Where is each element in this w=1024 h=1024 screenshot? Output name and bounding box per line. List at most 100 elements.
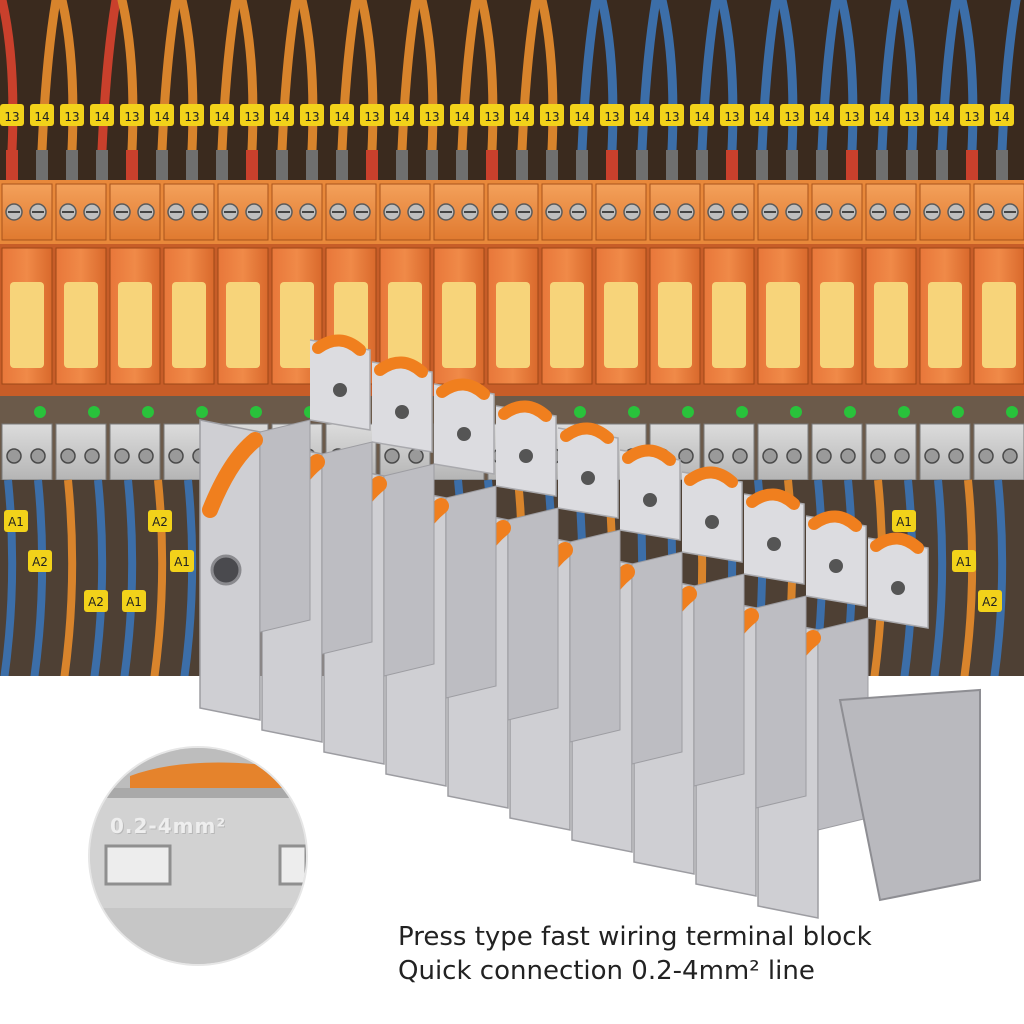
rear-lever — [374, 356, 428, 378]
wire-marker-text: A2 — [982, 595, 998, 609]
rear-lever — [622, 444, 676, 466]
wire-port — [519, 449, 533, 463]
screw-icon — [60, 448, 76, 464]
wire-marker — [300, 104, 324, 126]
wire-marker-text: 14 — [214, 110, 229, 124]
din-rail-foot — [838, 688, 981, 902]
screw-icon — [840, 448, 856, 464]
wire-marker-text: 13 — [364, 110, 379, 124]
led-icon — [682, 406, 694, 418]
screw-icon — [408, 448, 424, 464]
wire-marker-text: 14 — [454, 110, 469, 124]
wire-marker — [30, 104, 54, 126]
wire-marker-text: 14 — [94, 110, 109, 124]
wire-marker — [170, 550, 194, 572]
screw-icon — [114, 448, 130, 464]
rear-lever — [312, 334, 366, 356]
wire-marker — [952, 550, 976, 572]
wire-marker — [510, 104, 534, 126]
terminal-segment — [199, 334, 371, 721]
relay-label — [712, 282, 746, 368]
led-icon — [736, 406, 748, 418]
wire-marker — [750, 104, 774, 126]
relay-label — [496, 282, 530, 368]
rear-lever — [808, 510, 862, 532]
wire-marker — [540, 104, 564, 126]
relay-label — [928, 282, 962, 368]
led-icon — [88, 406, 100, 418]
wire-marker — [630, 104, 654, 126]
wire-marker — [4, 510, 28, 532]
wire-marker-text: A1 — [8, 515, 24, 529]
wire-marker-text: 14 — [754, 110, 769, 124]
screw-icon — [948, 448, 964, 464]
wire-port — [829, 559, 843, 573]
wire-marker — [122, 590, 146, 612]
wire-marker-text: 14 — [334, 110, 349, 124]
wire-marker-text: 13 — [4, 110, 19, 124]
screw-icon — [384, 448, 400, 464]
wire-marker — [892, 510, 916, 532]
wire-marker — [210, 104, 234, 126]
wire-marker-text: 14 — [274, 110, 289, 124]
wire-marker-text: 13 — [544, 110, 559, 124]
wire-marker — [180, 104, 204, 126]
wire-port — [395, 405, 409, 419]
wire-marker — [780, 104, 804, 126]
screw-icon — [732, 448, 748, 464]
wire-marker-text: 13 — [784, 110, 799, 124]
led-icon — [250, 406, 262, 418]
wire-marker — [960, 104, 984, 126]
wire-marker — [84, 590, 108, 612]
wire-port — [891, 581, 905, 595]
screw-icon — [30, 448, 46, 464]
wire-marker-text: 13 — [964, 110, 979, 124]
rear-lever — [436, 378, 490, 400]
rear-lever — [560, 422, 614, 444]
screw-icon — [816, 448, 832, 464]
wire-marker-text: 14 — [514, 110, 529, 124]
product-caption: Press type fast wiring terminal block Qu… — [398, 920, 998, 988]
wire-marker — [330, 104, 354, 126]
wire-marker-text: 13 — [904, 110, 919, 124]
relay-label — [280, 282, 314, 368]
wire-marker — [900, 104, 924, 126]
screw-icon — [168, 448, 184, 464]
wire-marker-text: 13 — [664, 110, 679, 124]
wire-marker-text: A2 — [152, 515, 168, 529]
wire-marker — [60, 104, 84, 126]
wire-marker-text: A1 — [174, 555, 190, 569]
wire-size-label: 0.2-4mm² — [110, 814, 227, 838]
wire-marker — [870, 104, 894, 126]
wire-marker-text: A2 — [88, 595, 104, 609]
rear-lever — [746, 488, 800, 510]
wire-entry-hole — [210, 554, 242, 586]
screw-icon — [762, 448, 778, 464]
wire-marker — [28, 550, 52, 572]
relay-label — [820, 282, 854, 368]
screw-icon — [1002, 448, 1018, 464]
zoom-slot — [104, 844, 172, 886]
led-icon — [1006, 406, 1018, 418]
wire-marker-text: 13 — [304, 110, 319, 124]
wire-marker-text: 14 — [394, 110, 409, 124]
wire-marker-text: A2 — [32, 555, 48, 569]
relay-label — [10, 282, 44, 368]
terminal-block — [199, 334, 981, 919]
relay-label — [172, 282, 206, 368]
wire-marker — [660, 104, 684, 126]
rear-lever — [498, 400, 552, 422]
led-icon — [790, 406, 802, 418]
led-icon — [34, 406, 46, 418]
wire-marker-text: 13 — [244, 110, 259, 124]
wire-marker-text: 14 — [934, 110, 949, 124]
wire-marker — [270, 104, 294, 126]
relay-label — [766, 282, 800, 368]
wire-marker — [120, 104, 144, 126]
wire-marker-text: 14 — [634, 110, 649, 124]
front-lever — [202, 432, 263, 518]
wire-marker — [150, 104, 174, 126]
